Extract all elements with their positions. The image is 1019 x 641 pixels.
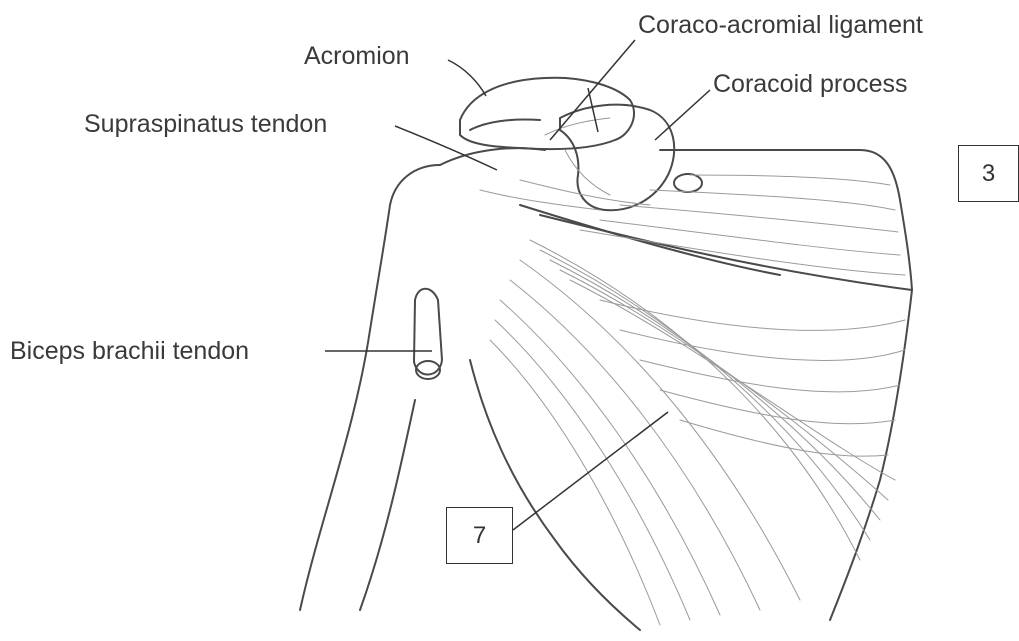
callout-box-7: 7 (446, 507, 513, 564)
coracoid-notch (674, 174, 702, 192)
label-coraco-acromial-ligament: Coraco-acromial ligament (638, 13, 923, 38)
leader-coracoid (655, 90, 710, 140)
leader-acromion (448, 60, 486, 96)
label-coracoid-process: Coracoid process (713, 72, 908, 97)
coracoid-shape (560, 105, 674, 211)
label-biceps-brachii-tendon: Biceps brachii tendon (10, 339, 249, 364)
leader-supra (395, 126, 497, 170)
arm-medial-line (360, 400, 415, 610)
leader-coraco-2 (588, 88, 598, 132)
leader-lines (325, 40, 710, 530)
leader-coraco (550, 40, 635, 140)
acromion-inner (470, 119, 540, 130)
humerus-outline (300, 165, 440, 610)
scapula-spine (540, 215, 912, 290)
label-acromion: Acromion (304, 44, 410, 69)
scapula-medial-border (900, 200, 912, 290)
callout-box-3: 3 (958, 145, 1019, 202)
arm-inner-edge (470, 360, 640, 630)
leader-7 (513, 412, 668, 530)
muscle-fibers (480, 118, 905, 625)
acromion-shape (460, 78, 634, 149)
label-supraspinatus-tendon: Supraspinatus tendon (84, 112, 327, 137)
